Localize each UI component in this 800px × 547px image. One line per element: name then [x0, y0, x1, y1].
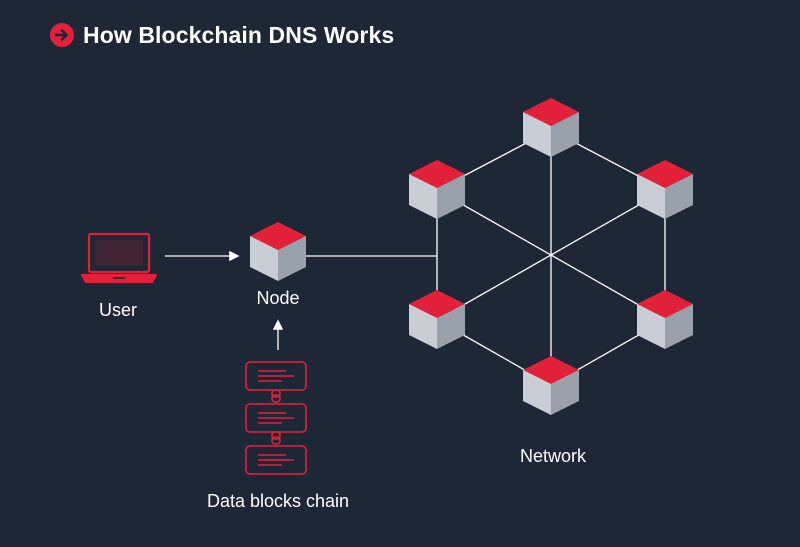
network-label: Network [519, 446, 587, 466]
chain-link-icon [271, 389, 281, 403]
network-cube-lower-left [409, 290, 465, 349]
network-edges [305, 129, 666, 386]
data-block [245, 445, 307, 475]
chain-label: Data blocks chain [206, 491, 350, 511]
network-cube-lower-right [637, 290, 693, 349]
arrow-right-circle-icon [50, 23, 74, 47]
user-label: User [98, 300, 138, 320]
data-block [245, 361, 307, 391]
node-cube-icon [250, 222, 306, 281]
data-blocks-chain-icon [245, 361, 307, 475]
page-title: How Blockchain DNS Works [83, 21, 395, 48]
network-cube-upper-right [637, 160, 693, 219]
data-block [245, 403, 307, 433]
network-cube-top [523, 98, 579, 157]
network-cube-bottom [523, 356, 579, 415]
chain-link-icon [271, 431, 281, 445]
header: How Blockchain DNS Works [50, 20, 394, 50]
network-cube-upper-left [409, 160, 465, 219]
laptop-icon [80, 232, 158, 284]
node-label: Node [256, 288, 300, 308]
